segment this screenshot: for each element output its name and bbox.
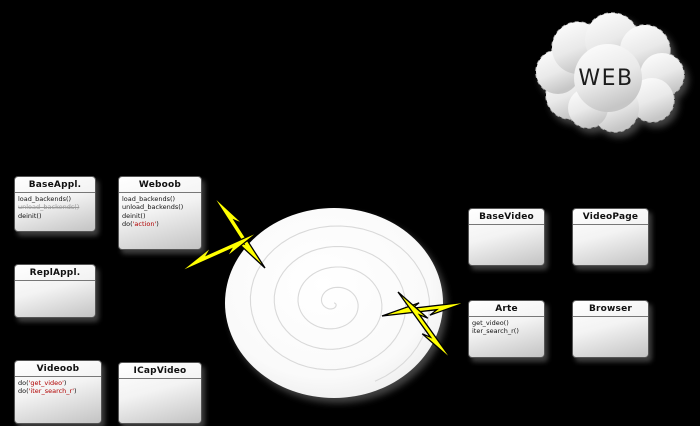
class-methods: load_backends()unload_backends()deinit() bbox=[15, 193, 95, 222]
method-line: deinit() bbox=[18, 212, 92, 220]
method-part: ) bbox=[63, 379, 67, 387]
method-line: unload_backends() bbox=[18, 203, 92, 211]
method-line: iter_search_r() bbox=[472, 327, 541, 335]
web-cloud-body bbox=[536, 13, 684, 132]
class-methods: do('get_video')do('iter_search_r') bbox=[15, 377, 101, 398]
method-part: unload_backends() bbox=[18, 203, 80, 212]
whirlpool-spiral bbox=[225, 208, 443, 398]
method-line: load_backends() bbox=[18, 195, 92, 203]
class-title: Browser bbox=[573, 301, 648, 317]
method-part: 'get_video' bbox=[28, 379, 64, 387]
method-part: do( bbox=[18, 379, 29, 387]
method-part: 'iter_search_r' bbox=[28, 387, 75, 396]
class-title: Arte bbox=[469, 301, 544, 317]
class-title: VideoPage bbox=[573, 209, 648, 225]
class-title: BaseVideo bbox=[469, 209, 544, 225]
method-line: do('get_video') bbox=[18, 379, 98, 387]
method-part: ) bbox=[74, 387, 77, 396]
method-line: get_video() bbox=[472, 319, 541, 327]
class-methods bbox=[573, 317, 648, 321]
method-part: load_backends() bbox=[122, 195, 176, 203]
method-part: 'action' bbox=[132, 220, 157, 229]
method-part: get_video() bbox=[472, 319, 509, 327]
method-line: do('action') bbox=[122, 220, 198, 228]
lightning-bolt-icon bbox=[397, 291, 453, 361]
class-box-arte: Arte get_video()iter_search_r() bbox=[468, 300, 545, 358]
cloud-bump bbox=[630, 78, 674, 122]
web-cloud: WEB bbox=[535, 12, 685, 133]
class-title: BaseAppl. bbox=[15, 177, 95, 193]
class-box-videoob: Videoob do('get_video')do('iter_search_r… bbox=[14, 360, 102, 424]
cloud-bump bbox=[574, 44, 642, 112]
class-box-baseappl: BaseAppl. load_backends()unload_backends… bbox=[14, 176, 96, 232]
method-line: unload_backends() bbox=[122, 203, 198, 211]
method-part: deinit() bbox=[18, 211, 42, 220]
class-box-icapvideo: ICapVideo bbox=[118, 362, 202, 424]
class-methods: get_video()iter_search_r() bbox=[469, 317, 544, 338]
class-box-basevideo: BaseVideo bbox=[468, 208, 545, 266]
lightning-bolts bbox=[179, 195, 468, 361]
class-title: ICapVideo bbox=[119, 363, 201, 379]
class-methods: load_backends()unload_backends()deinit()… bbox=[119, 193, 201, 231]
method-line: deinit() bbox=[122, 212, 198, 220]
method-line: do('iter_search_r') bbox=[18, 387, 98, 395]
method-part: do( bbox=[18, 387, 29, 396]
class-methods bbox=[15, 281, 95, 285]
method-part: ) bbox=[156, 220, 159, 229]
method-line: load_backends() bbox=[122, 195, 198, 203]
method-part: deinit() bbox=[122, 211, 146, 220]
web-cloud-label: WEB bbox=[578, 66, 633, 91]
method-part: do( bbox=[122, 220, 133, 229]
class-title: Weboob bbox=[119, 177, 201, 193]
class-box-weboob: Weboob load_backends()unload_backends()d… bbox=[118, 176, 202, 250]
method-part: load_backends() bbox=[18, 195, 72, 203]
method-part: iter_search_r() bbox=[472, 327, 519, 336]
lightning-bolt-icon bbox=[179, 231, 259, 273]
class-methods bbox=[573, 225, 648, 229]
class-box-videopage: VideoPage bbox=[572, 208, 649, 266]
class-methods bbox=[469, 225, 544, 229]
class-title: ReplAppl. bbox=[15, 265, 95, 281]
class-methods bbox=[119, 379, 201, 383]
method-part: unload_backends() bbox=[122, 203, 184, 212]
class-box-replappl: ReplAppl. bbox=[14, 264, 96, 318]
spiral-line bbox=[249, 225, 431, 382]
class-box-browser: Browser bbox=[572, 300, 649, 358]
lightning-bolt-icon bbox=[381, 301, 468, 317]
class-title: Videoob bbox=[15, 361, 101, 377]
